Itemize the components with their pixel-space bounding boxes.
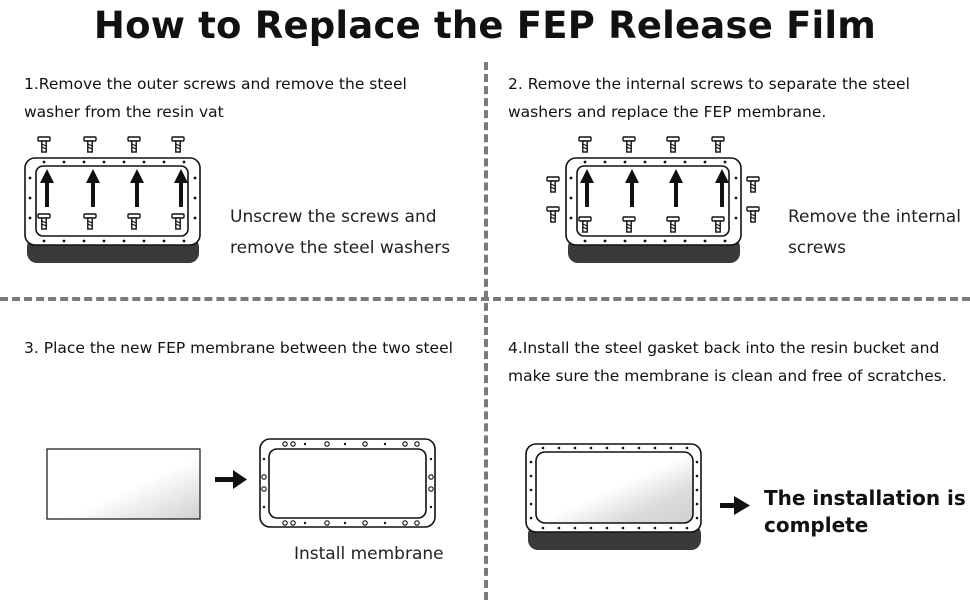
step-2-line-2: washers and replace the FEP membrane. — [508, 103, 827, 121]
step-4-diagram — [525, 443, 750, 550]
page-title: How to Replace the FEP Release Film — [93, 4, 877, 47]
step-2-caption-line-1: Remove the internal — [788, 207, 961, 227]
installed-membrane — [535, 451, 694, 524]
step-2-diagram — [546, 136, 760, 263]
bolt-holes — [529, 446, 699, 530]
step-1-instructions: 1.Remove the outer screws and remove the… — [24, 70, 407, 126]
step-3-caption-line-1: Install membrane — [294, 544, 444, 564]
screw-icon — [666, 136, 680, 153]
step-2-instructions: 2. Remove the internal screws to separat… — [508, 70, 910, 126]
screw-icon — [711, 136, 725, 153]
step-3-diagram — [46, 438, 436, 528]
bolt-holes — [569, 160, 738, 243]
screw-icon — [746, 206, 760, 223]
completion-message: The installation is complete — [764, 485, 966, 539]
outer-screws-top — [37, 136, 185, 153]
screw-icon — [546, 206, 560, 223]
step-1-caption-line-2: remove the steel washers — [230, 238, 451, 258]
step-1-line-1: 1.Remove the outer screws and remove the… — [24, 75, 407, 93]
step-3-instructions: 3. Place the new FEP membrane between th… — [24, 334, 453, 362]
fep-membrane-sheet — [46, 448, 201, 520]
step-4-line-1: 4.Install the steel gasket back into the… — [508, 339, 940, 357]
step-3-line-1: 3. Place the new FEP membrane between th… — [24, 339, 453, 357]
completion-line-2: complete — [764, 513, 869, 537]
arrow-right-icon — [215, 470, 247, 489]
screw-icon — [578, 136, 592, 153]
vat-inner-frame — [576, 165, 730, 237]
steel-washer-inner — [268, 448, 427, 519]
step-2-caption: Remove the internal screws — [788, 202, 961, 264]
step-1-diagram — [24, 136, 201, 263]
screw-icon — [746, 176, 760, 193]
washer-dots — [262, 442, 433, 525]
step-4-instructions: 4.Install the steel gasket back into the… — [508, 334, 947, 390]
arrow-right-icon — [720, 496, 750, 515]
completion-line-1: The installation is — [764, 486, 966, 510]
internal-screws-top — [578, 136, 725, 153]
screw-icon — [127, 136, 141, 153]
washer-holes — [261, 441, 434, 526]
step-2-caption-line-2: screws — [788, 238, 847, 258]
screw-icon — [546, 176, 560, 193]
step-1-line-2: washer from the resin vat — [24, 103, 224, 121]
screw-icon — [622, 136, 636, 153]
step-3-caption: Install membrane — [294, 539, 444, 570]
screw-icon — [37, 136, 51, 153]
step-1-caption-line-1: Unscrew the screws and — [230, 207, 437, 227]
step-2-line-1: 2. Remove the internal screws to separat… — [508, 75, 910, 93]
vat-inner-frame — [35, 165, 189, 237]
screw-icon — [83, 136, 97, 153]
vertical-divider — [484, 62, 488, 600]
step-4-line-2: make sure the membrane is clean and free… — [508, 367, 947, 385]
screw-icon — [171, 136, 185, 153]
bolt-holes — [28, 160, 197, 243]
step-1-caption: Unscrew the screws and remove the steel … — [230, 202, 450, 264]
horizontal-divider — [0, 297, 970, 301]
